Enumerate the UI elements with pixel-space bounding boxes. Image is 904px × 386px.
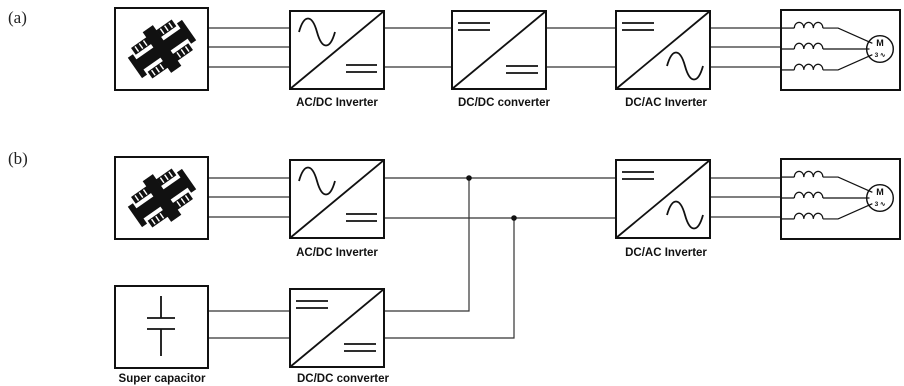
panel-a-wires	[208, 27, 781, 68]
panel-b-super-capacitor	[114, 285, 209, 369]
panel-a-dc-dc-label: DC/DC converter	[458, 97, 551, 109]
junction-dot	[511, 215, 517, 221]
sine-wave-icon	[666, 51, 704, 81]
panel-a-generator	[114, 7, 209, 91]
panel-b-supercap-label: Super capacitor	[119, 373, 206, 385]
panel-a-label: (a)	[8, 8, 27, 27]
panel-a-dc-ac-inverter	[615, 10, 711, 90]
panel-b-generator	[114, 156, 209, 240]
motor-phase: 3 ∿	[875, 201, 886, 208]
panel-b-wires	[208, 175, 781, 339]
panel-b-dc-dc-label: DC/DC converter	[297, 373, 390, 385]
panel-a: AC/DC Inverter DC/DC converter DC/AC Inv…	[114, 7, 901, 109]
panel-a-motor: M 3 ∿	[780, 9, 901, 91]
panel-b-ac-dc-inverter	[289, 159, 385, 239]
panel-a-ac-dc-inverter	[289, 10, 385, 90]
sine-wave-icon	[298, 17, 336, 47]
panel-b-ac-dc-label: AC/DC Inverter	[296, 247, 378, 259]
panel-b-label: (b)	[8, 149, 28, 168]
motor-letter: M	[876, 187, 884, 197]
panel-b: AC/DC Inverter DC/AC Inverter M 3 ∿ Supe…	[114, 156, 901, 385]
capacitor-icon	[147, 296, 175, 356]
panel-b-dc-ac-label: DC/AC Inverter	[625, 247, 707, 259]
sine-wave-icon	[666, 200, 704, 230]
panel-a-ac-dc-label: AC/DC Inverter	[296, 97, 378, 109]
panel-b-motor: M 3 ∿	[780, 158, 901, 240]
panel-b-dc-dc-converter	[289, 288, 385, 368]
panel-a-dc-dc-converter	[451, 10, 547, 90]
panel-a-dc-ac-label: DC/AC Inverter	[625, 97, 707, 109]
panel-b-dc-ac-inverter	[615, 159, 711, 239]
motor-letter: M	[876, 38, 884, 48]
junction-dot	[466, 175, 472, 181]
sine-wave-icon	[298, 166, 336, 196]
motor-phase: 3 ∿	[875, 52, 886, 59]
